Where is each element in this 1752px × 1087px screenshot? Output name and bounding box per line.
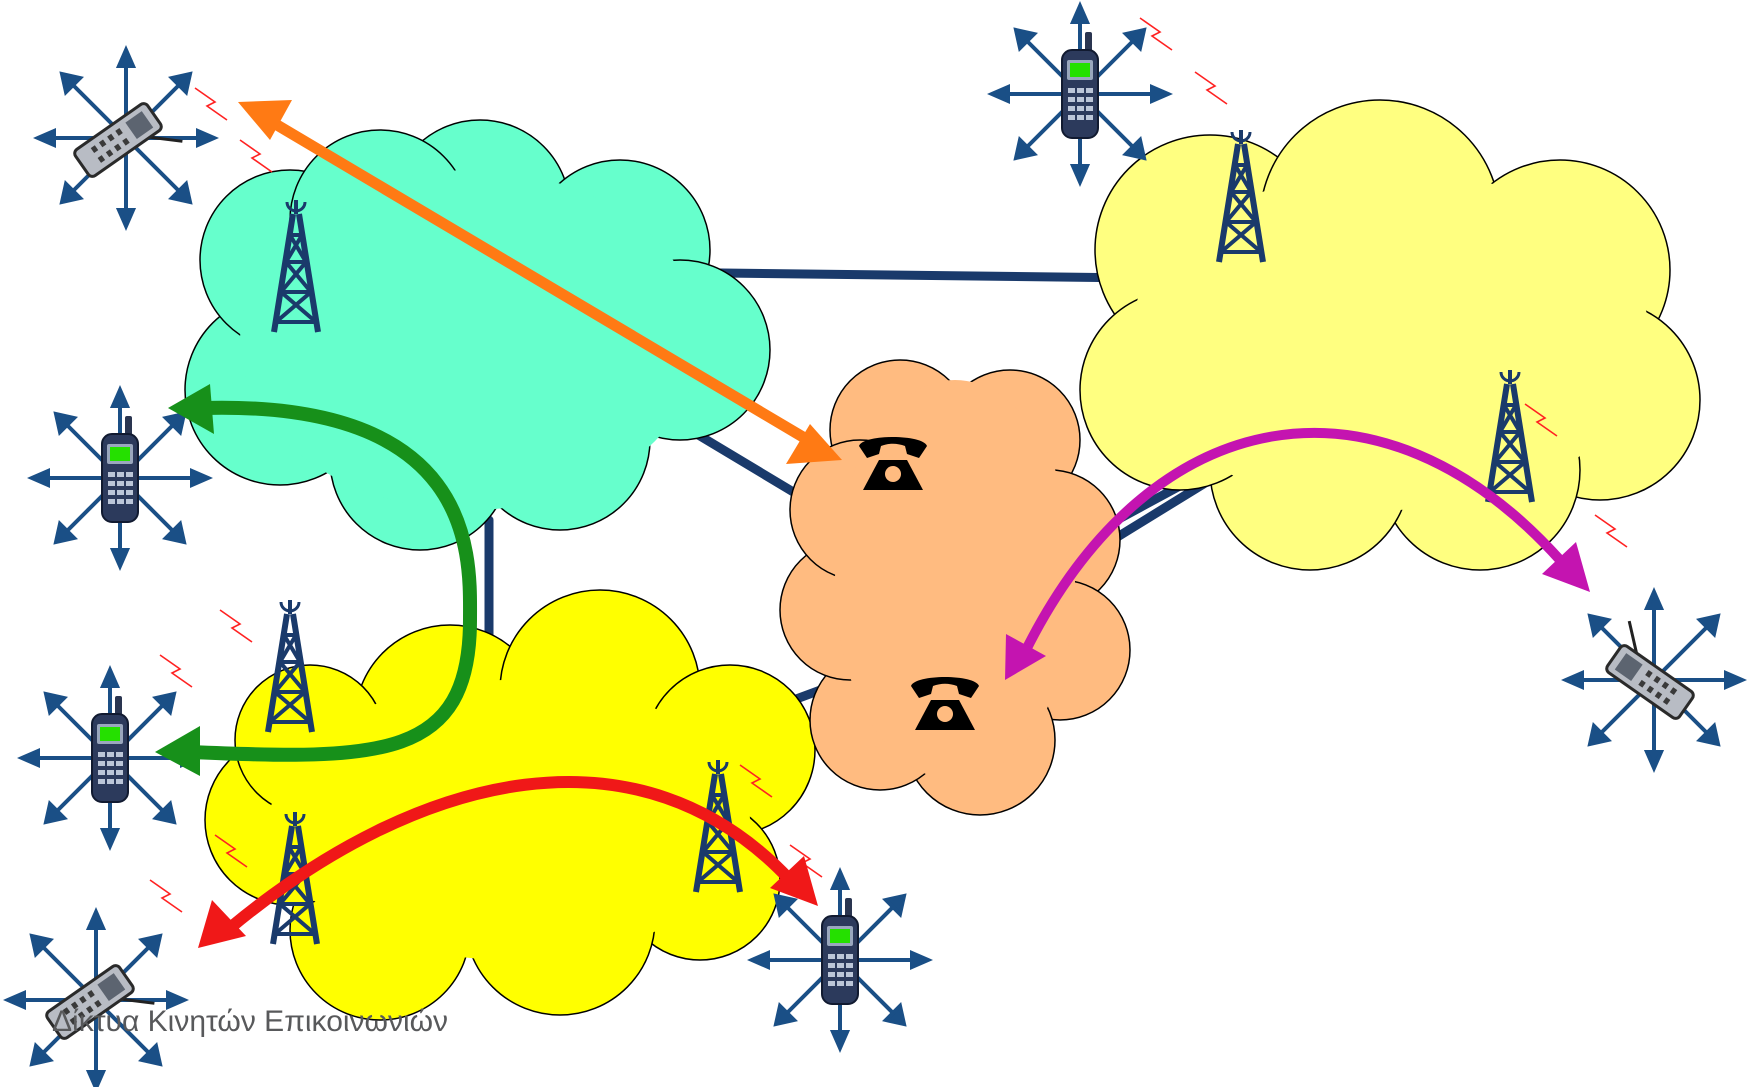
- mobile-unit-phone-top-center: [990, 4, 1170, 184]
- mobile-unit-satphone-bottomleft: [6, 910, 186, 1087]
- cloud-icon: [184, 119, 771, 551]
- mobile-unit-satphone-right: [1564, 590, 1744, 770]
- footer-text: Δίκτυα Κινητών Επικοινωνιών: [52, 1005, 449, 1038]
- call-path-orange: [238, 100, 842, 464]
- mobile-unit-phone-left-mid: [30, 388, 210, 568]
- mobile-unit-satphone-topleft: [36, 48, 216, 228]
- call-path-magenta: [1005, 427, 1590, 680]
- call-path-green: [155, 384, 478, 776]
- mobile-unit-phone-bottom-center: [750, 870, 930, 1050]
- cloud-icon: [779, 359, 1131, 816]
- call-path-red: [198, 776, 818, 948]
